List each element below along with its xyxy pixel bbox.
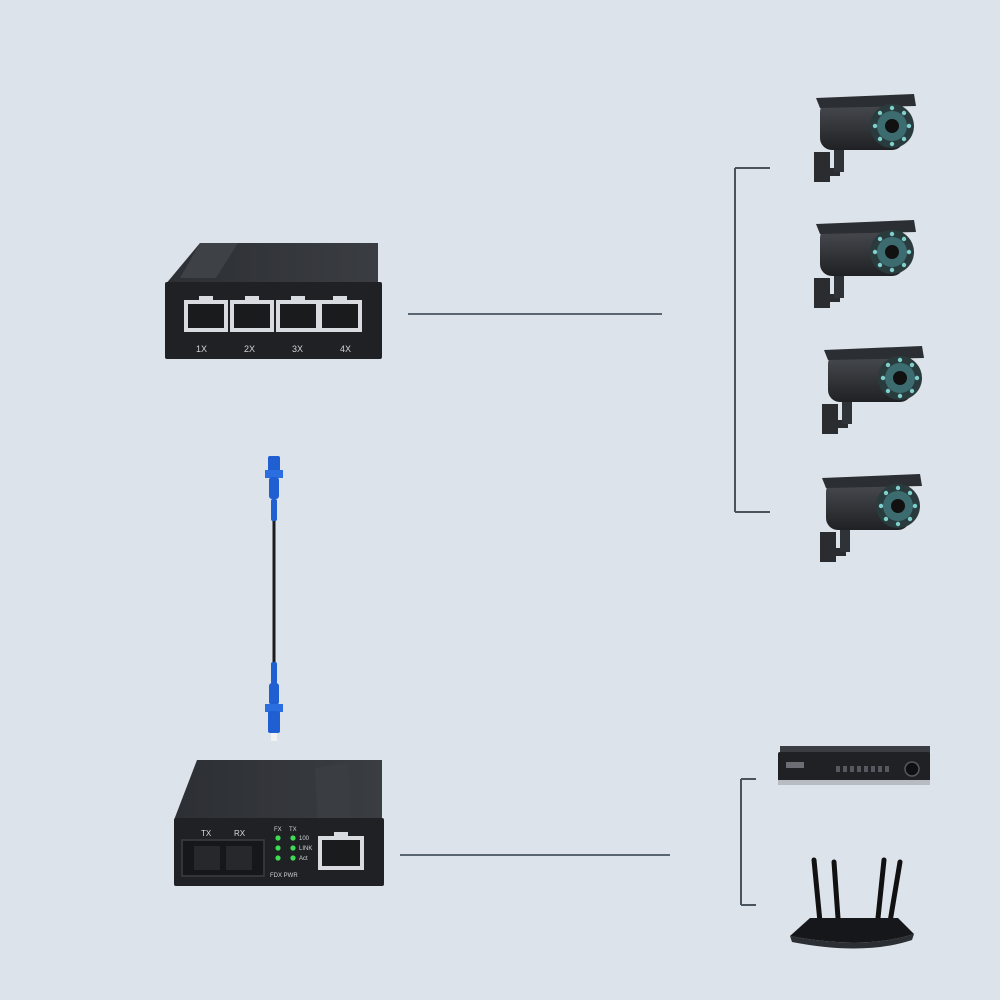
led-header-fx: FX <box>274 827 282 833</box>
led-fx-1 <box>275 835 281 841</box>
led-tx-3 <box>290 855 296 861</box>
led-tx-1 <box>290 835 296 841</box>
led-header-tx: TX <box>289 827 297 833</box>
fiber-tx-slot <box>194 846 220 870</box>
rx-label: RX <box>234 829 246 838</box>
wifi-router <box>790 857 914 949</box>
rj45-port-2 <box>230 296 274 332</box>
port-label-4: 4X <box>340 344 351 354</box>
device-group-bracket <box>740 778 756 906</box>
led-label-act: Act <box>299 856 308 862</box>
status-leds <box>275 835 296 861</box>
camera-group-bracket <box>734 167 770 513</box>
led-fx-2 <box>275 845 281 851</box>
fdx-pwr-label: FDX PWR <box>270 873 298 879</box>
rj45-port-converter <box>318 832 364 870</box>
sc-connector-bottom <box>265 662 283 741</box>
port-label-3: 3X <box>292 344 303 354</box>
rj45-port-3 <box>276 296 320 332</box>
rj45-port-4 <box>318 296 362 332</box>
port-label-2: 2X <box>244 344 255 354</box>
switch-label-strip <box>180 243 238 278</box>
fiber-rx-slot <box>226 846 252 870</box>
converter-label-strip <box>315 762 352 820</box>
fiber-patch-cable <box>265 456 283 741</box>
led-label-100: 100 <box>299 836 310 842</box>
cctv-camera-3 <box>822 346 924 434</box>
led-label-link: LINK <box>299 846 312 852</box>
port-label-1: 1X <box>196 344 207 354</box>
nvr-recorder <box>778 746 930 785</box>
cctv-camera-1 <box>814 94 916 182</box>
led-tx-2 <box>290 845 296 851</box>
ethernet-switch: 1X 2X 3X 4X <box>165 243 382 359</box>
rj45-port-1 <box>184 296 228 332</box>
cctv-camera-4 <box>820 474 922 562</box>
tx-label: TX <box>201 829 212 838</box>
cctv-camera-2 <box>814 220 916 308</box>
led-fx-3 <box>275 855 281 861</box>
switch-ports <box>184 296 362 332</box>
sc-connector-top <box>265 456 283 521</box>
fiber-media-converter: TX RX FX TX 100 LINK Act FDX PWR <box>174 760 384 886</box>
